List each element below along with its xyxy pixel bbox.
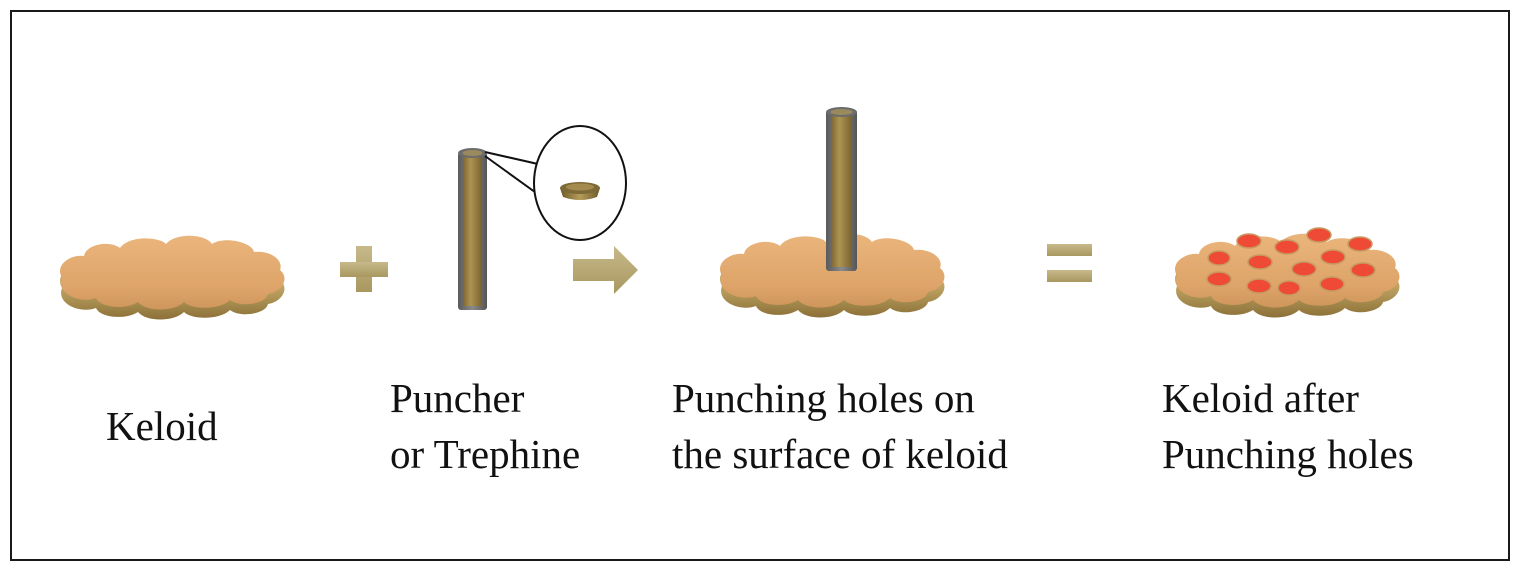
hole-mark <box>1291 261 1317 277</box>
hole-mark <box>1206 271 1232 287</box>
puncher-label-line-1: Puncher <box>390 375 525 421</box>
after-label: Keloid after Punching holes <box>1162 370 1414 482</box>
hole-mark <box>1236 233 1262 249</box>
plus-sign-icon <box>340 246 388 292</box>
hole-mark <box>1350 262 1376 278</box>
hole-mark <box>1306 227 1332 243</box>
puncher-illustration <box>458 148 487 310</box>
punching-label-line-2: the surface of keloid <box>672 431 1008 477</box>
tissue-plug-callout <box>484 125 627 241</box>
after-label-line-2: Punching holes <box>1162 431 1414 477</box>
hole-mark <box>1207 250 1231 266</box>
puncher-label-line-2: or Trephine <box>390 431 581 477</box>
hole-mark <box>1274 239 1300 255</box>
punching-label: Punching holes on the surface of keloid <box>672 370 1008 482</box>
hole-mark <box>1319 276 1345 292</box>
right-arrow-icon <box>573 246 638 294</box>
tissue-plug-icon <box>560 182 600 200</box>
keloid-label: Keloid <box>106 398 218 454</box>
keloid-illustration <box>60 235 285 320</box>
keloid-holes-illustration <box>1175 227 1400 318</box>
punching-label-line-1: Punching holes on <box>672 375 975 421</box>
hole-mark <box>1320 249 1346 265</box>
hole-mark <box>1347 236 1373 252</box>
hole-mark <box>1247 254 1273 270</box>
after-label-line-1: Keloid after <box>1162 375 1359 421</box>
hole-mark <box>1277 280 1301 296</box>
keloid-label-line: Keloid <box>106 403 218 449</box>
puncher-label: Puncher or Trephine <box>390 370 580 482</box>
equals-sign-icon <box>1047 244 1092 282</box>
keloid-punching-illustration <box>720 107 945 318</box>
hole-mark <box>1246 278 1272 294</box>
